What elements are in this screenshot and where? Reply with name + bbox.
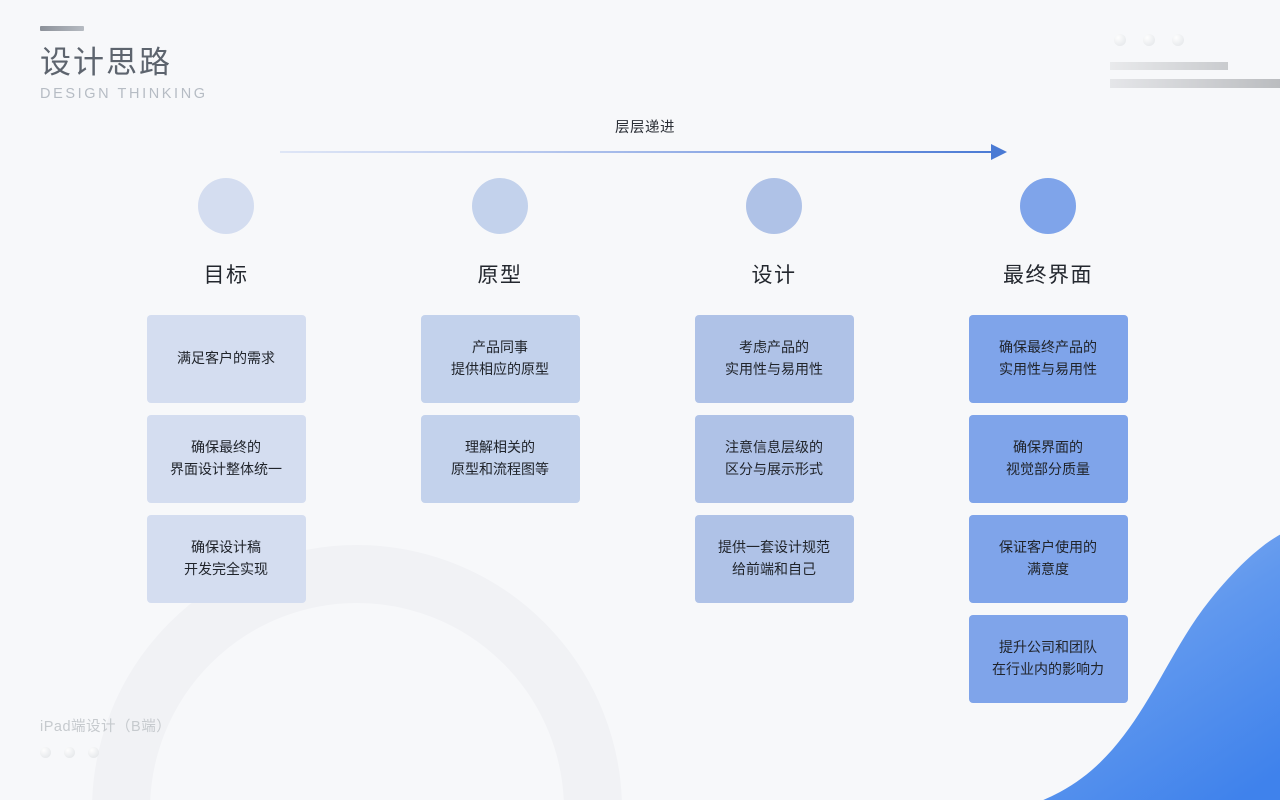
stage-card-list: 考虑产品的 实用性与易用性 注意信息层级的 区分与展示形式 提供一套设计规范 给… (694, 315, 854, 603)
arrow-head-icon (991, 144, 1007, 160)
stage-circle-icon (198, 178, 254, 234)
stage-circle-icon (1020, 178, 1076, 234)
stage-title: 最终界面 (1003, 264, 1093, 287)
stage-card[interactable]: 产品同事 提供相应的原型 (420, 315, 580, 403)
stage-card[interactable]: 确保最终产品的 实用性与易用性 (968, 315, 1128, 403)
stage-card-list: 产品同事 提供相应的原型 理解相关的 原型和流程图等 (420, 315, 580, 503)
stage-circle-icon (746, 178, 802, 234)
stage-card[interactable]: 保证客户使用的 满意度 (968, 515, 1128, 603)
stage-title: 原型 (477, 264, 523, 287)
decoration-dot-icon (1114, 34, 1126, 46)
decoration-dot-icon (1172, 34, 1184, 46)
stage-column-prototype: 原型 产品同事 提供相应的原型 理解相关的 原型和流程图等 (363, 178, 637, 703)
stage-card[interactable]: 提升公司和团队 在行业内的影响力 (968, 615, 1128, 703)
stage-title: 目标 (203, 264, 249, 287)
footer-dot-icon (88, 747, 99, 758)
footer: iPad端设计（B端） (40, 715, 171, 758)
title-rule-decoration (40, 26, 84, 31)
decoration-bar-short (1110, 62, 1228, 70)
stage-card[interactable]: 考虑产品的 实用性与易用性 (694, 315, 854, 403)
stage-card[interactable]: 理解相关的 原型和流程图等 (420, 415, 580, 503)
stage-card[interactable]: 确保设计稿 开发完全实现 (146, 515, 306, 603)
stage-card-list: 满足客户的需求 确保最终的 界面设计整体统一 确保设计稿 开发完全实现 (146, 315, 306, 603)
page-title: 设计思路 (40, 45, 172, 80)
stage-column-final-ui: 最终界面 确保最终产品的 实用性与易用性 确保界面的 视觉部分质量 保证客户使用… (911, 178, 1185, 703)
top-right-decoration (1104, 34, 1280, 88)
stage-title: 设计 (751, 264, 797, 287)
stage-card[interactable]: 注意信息层级的 区分与展示形式 (694, 415, 854, 503)
progression-arrow-label: 层层递进 (615, 120, 675, 136)
stage-card[interactable]: 满足客户的需求 (146, 315, 306, 403)
stage-column-goal: 目标 满足客户的需求 确保最终的 界面设计整体统一 确保设计稿 开发完全实现 (89, 178, 363, 703)
stage-card[interactable]: 确保最终的 界面设计整体统一 (146, 415, 306, 503)
stage-circle-icon (472, 178, 528, 234)
decoration-dot-icon (1143, 34, 1155, 46)
stage-card-list: 确保最终产品的 实用性与易用性 确保界面的 视觉部分质量 保证客户使用的 满意度… (968, 315, 1128, 703)
stage-card[interactable]: 提供一套设计规范 给前端和自己 (694, 515, 854, 603)
footer-dot-icon (64, 747, 75, 758)
footer-dot-icon (40, 747, 51, 758)
stage-column-design: 设计 考虑产品的 实用性与易用性 注意信息层级的 区分与展示形式 提供一套设计规… (637, 178, 911, 703)
footer-dot-group (40, 747, 171, 758)
arrow-line (280, 151, 995, 153)
decoration-dot-group (1104, 34, 1230, 46)
footer-label: iPad端设计（B端） (40, 719, 172, 735)
stage-columns: 目标 满足客户的需求 确保最终的 界面设计整体统一 确保设计稿 开发完全实现 原… (0, 178, 1280, 703)
page-subtitle: DESIGN THINKING (40, 85, 208, 102)
stage-card[interactable]: 确保界面的 视觉部分质量 (968, 415, 1128, 503)
decoration-bar-long (1110, 79, 1280, 88)
page-title-block: 设计思路 DESIGN THINKING (40, 26, 208, 102)
